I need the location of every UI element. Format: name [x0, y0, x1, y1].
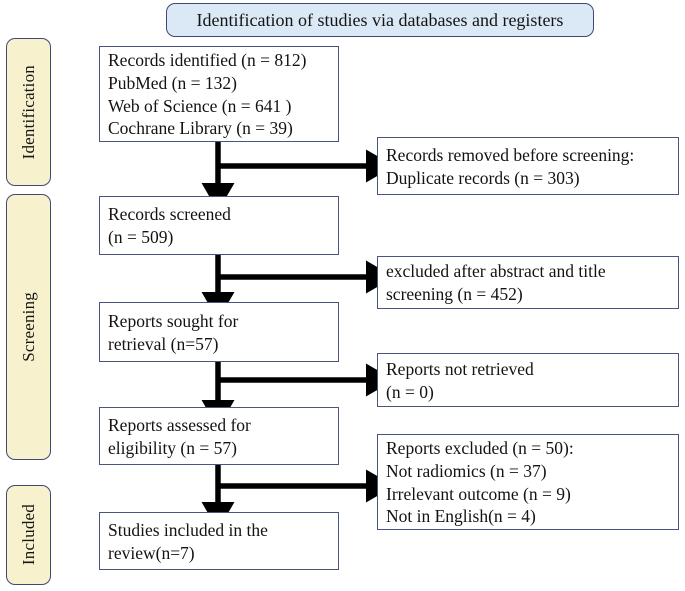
node-line: (n = 509) — [108, 227, 174, 247]
phase-included: Included — [6, 485, 51, 585]
node-line: Studies included in the — [108, 519, 268, 540]
node-line: Cochrane Library (n = 39) — [108, 118, 293, 139]
node-line: screening (n = 452) — [386, 284, 523, 304]
node-line: (n = 0) — [386, 381, 434, 402]
node-line: Reports excluded (n = 50): — [386, 437, 574, 458]
node-reports-excluded: Reports excluded (n = 50): Not radiomics… — [377, 434, 679, 530]
diagram-header-banner: Identification of studies via databases … — [166, 3, 594, 37]
node-line: Web of Science (n = 641 ) — [108, 95, 292, 116]
node-line: PubMed (n = 132) — [108, 72, 237, 93]
phase-identification: Identification — [6, 38, 51, 186]
node-records-identified: Records identified (n = 812) PubMed (n =… — [99, 46, 339, 142]
node-line: Records identified (n = 812) — [108, 49, 307, 70]
node-line: excluded after abstract and title — [386, 261, 606, 282]
node-reports-assessed: Reports assessed for eligibility (n = 57… — [99, 407, 339, 465]
node-records-excluded: excluded after abstract and title screen… — [377, 256, 679, 309]
node-line: eligibility (n = 57) — [108, 437, 237, 458]
phase-identification-label: Identification — [18, 64, 38, 160]
node-line: Not in English(n = 4) — [386, 506, 536, 527]
node-studies-included: Studies included in the review(n=7) — [99, 512, 339, 570]
node-reports-sought: Reports sought for retrieval (n=57) — [99, 302, 339, 362]
node-line: review(n=7) — [108, 542, 195, 563]
node-line: Irrelevant outcome (n = 9) — [386, 483, 571, 504]
node-line: Records removed before screening: — [386, 144, 635, 165]
node-line: Reports assessed for — [108, 414, 251, 435]
node-line: retrieval (n=57) — [108, 333, 219, 354]
node-line: Reports not retrieved — [386, 358, 534, 379]
node-line: Duplicate records (n = 303) — [386, 167, 580, 188]
phase-screening: Screening — [6, 194, 51, 460]
node-reports-not-retrieved: Reports not retrieved (n = 0) — [377, 353, 679, 407]
phase-screening-label: Screening — [18, 292, 38, 362]
node-line: Reports sought for — [108, 310, 239, 331]
diagram-header-label: Identification of studies via databases … — [196, 9, 564, 30]
node-line: Records screened — [108, 204, 231, 225]
node-records-screened: Records screened (n = 509) — [99, 196, 339, 255]
node-records-removed: Records removed before screening: Duplic… — [377, 137, 679, 195]
phase-included-label: Included — [18, 504, 38, 566]
node-line: Not radiomics (n = 37) — [386, 460, 547, 481]
